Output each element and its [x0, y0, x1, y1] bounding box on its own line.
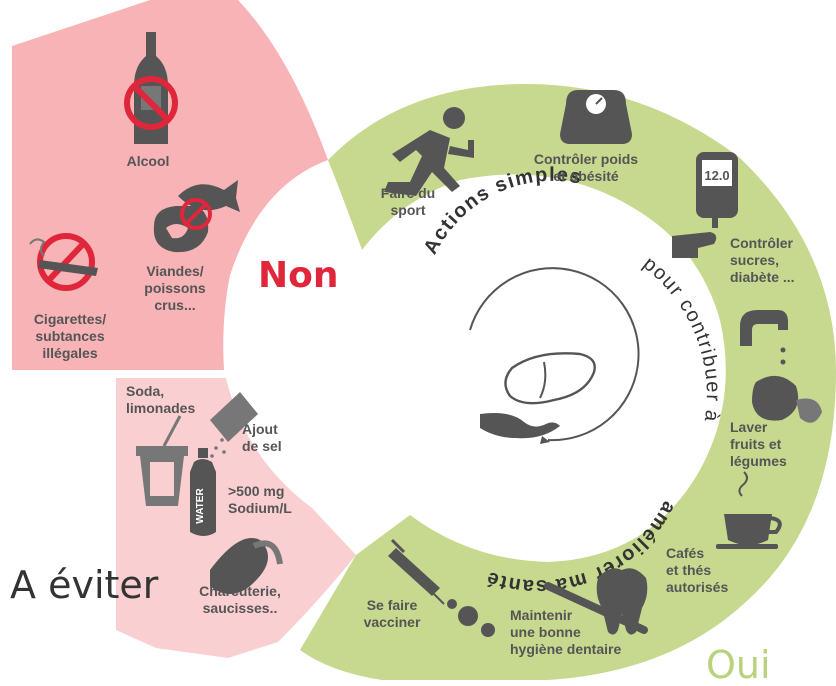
svg-text:WATER: WATER: [195, 488, 206, 524]
label-line: Cafés: [666, 545, 704, 561]
label-line: Contrôler poids: [534, 151, 638, 167]
eviter-heading: A éviter: [10, 563, 159, 607]
label-line: Soda,: [126, 383, 164, 399]
avoid-bottom-label-3: Charcuterie,saucisses..: [199, 583, 281, 616]
avoid-top-label-0: Alcool: [127, 153, 170, 169]
label-line: poissons: [144, 280, 206, 296]
label-line: Ajout: [242, 421, 278, 437]
label-line: fruits et: [730, 436, 782, 452]
no-smoking-icon: [29, 233, 98, 291]
label-line: de sel: [242, 438, 282, 454]
label-line: Faire du: [381, 185, 435, 201]
faucet-fruits-icon: [740, 310, 822, 423]
label-line: subtances: [35, 328, 104, 344]
label-line: Contrôler: [730, 235, 794, 251]
label-line: et obésité: [553, 168, 619, 184]
coffee-cup-icon: [716, 471, 782, 549]
avoid-top-sector: [12, 0, 328, 370]
label-line: Charcuterie,: [199, 583, 281, 599]
label-line: sucres,: [730, 252, 779, 268]
label-line: Viandes/: [146, 263, 203, 279]
label-line: et thés: [666, 562, 711, 578]
label-line: Alcool: [127, 153, 170, 169]
syringe-virus-icon: [388, 538, 495, 637]
label-line: vacciner: [364, 614, 421, 630]
label-line: crus...: [154, 297, 195, 313]
label-line: autorisés: [666, 579, 728, 595]
tooth-brush-icon: [544, 568, 648, 635]
label-line: légumes: [730, 453, 787, 469]
label-line: Sodium/L: [228, 500, 292, 516]
running-man-icon: [384, 107, 474, 196]
label-line: Maintenir: [510, 607, 573, 623]
label-line: Cigarettes/: [34, 311, 106, 327]
label-line: sport: [391, 202, 426, 218]
label-line: saucisses..: [203, 600, 278, 616]
label-line: Laver: [730, 419, 768, 435]
label-line: Se faire: [367, 597, 418, 613]
label-line: diabète ...: [730, 269, 795, 285]
scale-icon: [560, 90, 632, 144]
label-line: limonades: [126, 400, 195, 416]
water-bottle-icon: WATER: [190, 448, 216, 536]
label-line: illégales: [42, 345, 97, 361]
glucometer-icon: 12.0: [672, 152, 738, 258]
non-heading: Non: [258, 255, 339, 296]
no-raw-meat-fish-icon: [153, 180, 240, 253]
avoid-bottom-label-0: Soda,limonades: [126, 383, 195, 416]
soda-cup-icon: [136, 415, 188, 506]
oui-heading: Oui: [706, 643, 771, 681]
liver-in-hand-icon: [469, 267, 640, 444]
svg-text:12.0: 12.0: [704, 168, 729, 183]
no-alcohol-icon: [124, 32, 178, 144]
label-line: une bonne: [510, 624, 581, 640]
sausage-icon: [210, 538, 283, 594]
label-line: >500 mg: [228, 483, 284, 499]
label-line: hygiène dentaire: [510, 641, 621, 657]
salt-shaker-icon: [210, 392, 258, 458]
